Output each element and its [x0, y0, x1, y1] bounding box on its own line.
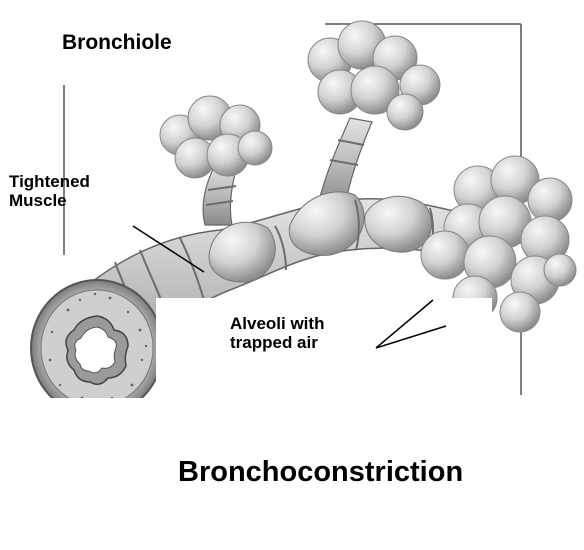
- bronchiole-cross-section: [31, 280, 163, 416]
- bronchiole-label: Bronchiole: [62, 31, 172, 55]
- diagram-caption: Bronchoconstriction: [178, 456, 463, 488]
- alveoli-cluster-top: [308, 21, 440, 130]
- alveoli-label-line2: trapped air: [230, 333, 324, 352]
- alveoli-label-line1: Alveoli with: [230, 314, 324, 333]
- alveoli-label: Alveoli with trapped air: [230, 314, 324, 352]
- tightened-muscle-label: Tightened Muscle: [9, 172, 90, 210]
- tightened-muscle-label-line2: Muscle: [9, 191, 90, 210]
- tightened-muscle-label-line1: Tightened: [9, 172, 90, 191]
- alveoli-cluster-top-left: [160, 96, 272, 178]
